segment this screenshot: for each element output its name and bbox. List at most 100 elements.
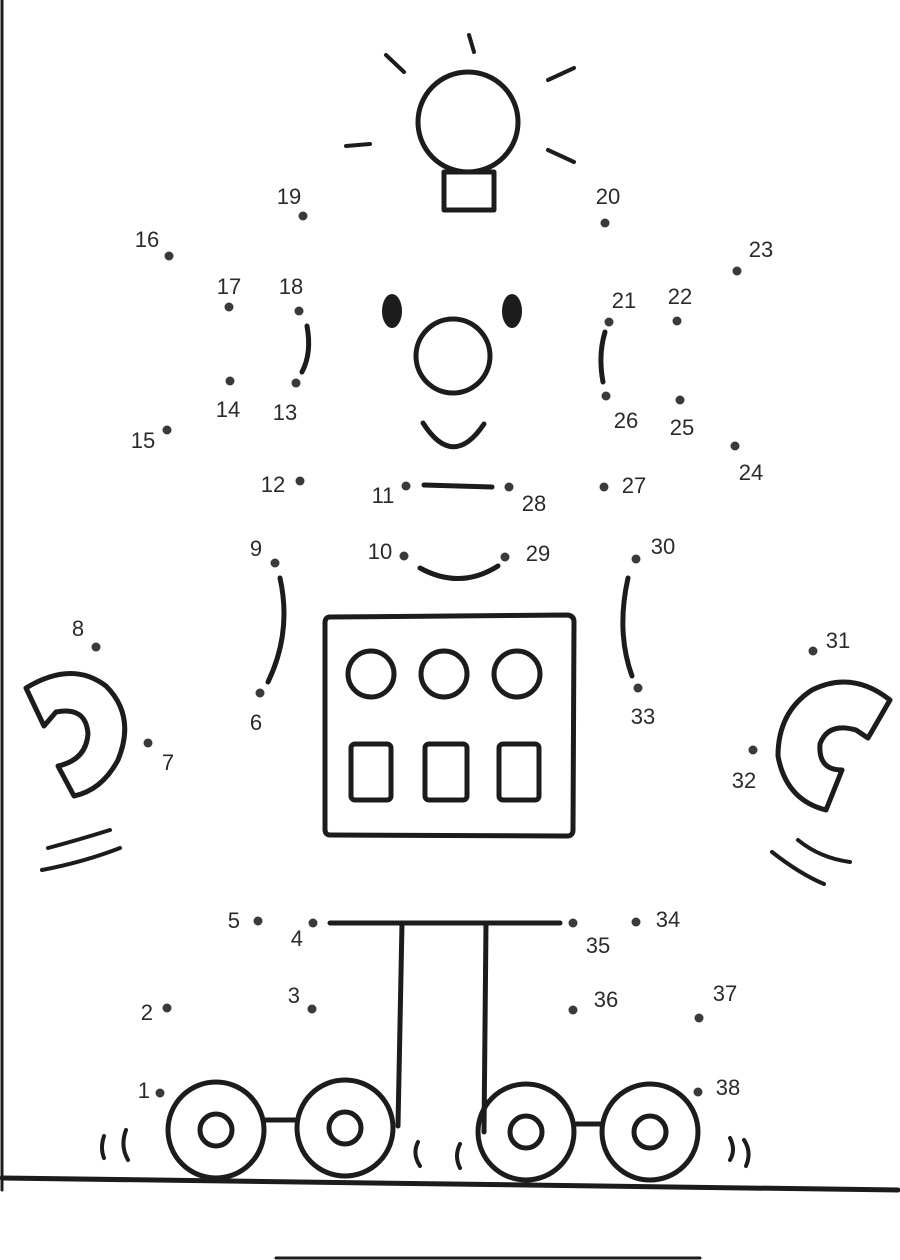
dot-number-label: 28 xyxy=(522,491,546,516)
panel-switch-2 xyxy=(422,741,470,803)
dot-marker xyxy=(504,482,514,492)
dot-marker xyxy=(604,317,614,327)
dot-13: 13 xyxy=(273,378,301,425)
dot-marker xyxy=(225,376,235,386)
dot-number-label: 26 xyxy=(614,408,638,433)
dot-marker xyxy=(631,917,641,927)
chest-panel xyxy=(322,612,577,839)
dot-marker xyxy=(675,395,685,405)
dot-2: 2 xyxy=(141,1000,172,1025)
dot-19: 19 xyxy=(277,184,308,221)
dot-number-label: 31 xyxy=(826,628,850,653)
dot-number-label: 10 xyxy=(368,539,392,564)
dot-marker xyxy=(307,1004,317,1014)
dot-marker xyxy=(224,302,234,312)
dot-number-label: 2 xyxy=(141,1000,153,1025)
dot-marker xyxy=(730,441,740,451)
dot-marker xyxy=(155,1088,165,1098)
dot-16: 16 xyxy=(135,227,174,261)
dot-36: 36 xyxy=(568,987,618,1015)
dot-number-label: 17 xyxy=(217,274,241,299)
dot-34: 34 xyxy=(631,907,680,932)
dot-marker xyxy=(401,481,411,491)
left-shoulder-arc xyxy=(265,575,287,685)
dot-number-label: 16 xyxy=(135,227,159,252)
dot-number-label: 4 xyxy=(291,926,303,951)
dot-number-label: 18 xyxy=(279,274,303,299)
dot-15: 15 xyxy=(131,425,172,453)
dot-number-label: 27 xyxy=(622,473,646,498)
dot-37: 37 xyxy=(694,981,737,1023)
dot-number-label: 20 xyxy=(596,184,620,209)
dot-number-label: 7 xyxy=(162,750,174,775)
dot-marker xyxy=(295,476,305,486)
dot-marker xyxy=(694,1013,704,1023)
dot-31: 31 xyxy=(808,628,850,656)
dot-number-label: 15 xyxy=(131,428,155,453)
dot-marker xyxy=(500,552,510,562)
dot-26: 26 xyxy=(601,391,638,433)
dot-number-label: 37 xyxy=(713,981,737,1006)
panel-button-3 xyxy=(491,648,543,700)
light-bulb-icon xyxy=(415,69,521,213)
dot-number-label: 13 xyxy=(273,400,297,425)
dot-22: 22 xyxy=(668,284,692,326)
dot-marker xyxy=(672,316,682,326)
dot-number-label: 6 xyxy=(250,710,262,735)
dot-32: 32 xyxy=(732,745,758,793)
dot-3: 3 xyxy=(288,983,317,1014)
dot-marker xyxy=(601,391,611,401)
dot-number-label: 21 xyxy=(612,288,636,313)
dot-number-label: 35 xyxy=(586,933,610,958)
dot-number-label: 24 xyxy=(739,460,763,485)
dot-number-label: 29 xyxy=(526,541,550,566)
dot-marker xyxy=(748,745,758,755)
dot-marker xyxy=(568,1005,578,1015)
robot-wheels xyxy=(165,1077,701,1183)
dot-marker xyxy=(91,642,101,652)
dot-number-label: 12 xyxy=(261,472,285,497)
dot-21: 21 xyxy=(604,288,636,327)
left-eye xyxy=(382,294,402,328)
dot-marker xyxy=(253,916,263,926)
ground-line xyxy=(0,1175,900,1193)
panel-switch-1 xyxy=(348,741,394,803)
panel-button-2 xyxy=(418,648,470,700)
wheel-4 xyxy=(599,1081,701,1183)
left-claw xyxy=(23,671,128,799)
dot-1: 1 xyxy=(138,1078,165,1103)
dot-4: 4 xyxy=(291,918,318,951)
dot-27: 27 xyxy=(599,473,646,498)
wheel-1 xyxy=(165,1079,267,1181)
dot-number-label: 32 xyxy=(732,768,756,793)
dot-30: 30 xyxy=(631,534,675,564)
left-motion-lines xyxy=(40,828,122,872)
dot-number-label: 19 xyxy=(277,184,301,209)
dot-33: 33 xyxy=(631,683,655,729)
dot-number-label: 9 xyxy=(250,536,262,561)
dot-number-label: 25 xyxy=(670,415,694,440)
dot-18: 18 xyxy=(279,274,304,316)
dot-12: 12 xyxy=(261,472,305,497)
dot-35: 35 xyxy=(568,918,610,958)
dot-29: 29 xyxy=(500,541,550,566)
right-motion-lines xyxy=(770,838,852,886)
dot-20: 20 xyxy=(596,184,620,228)
bulb-rays xyxy=(344,33,576,164)
right-shoulder-arc xyxy=(620,575,635,679)
dot-marker xyxy=(599,482,609,492)
right-eye xyxy=(502,294,522,328)
dot-23: 23 xyxy=(732,237,773,276)
dot-8: 8 xyxy=(72,616,101,652)
dot-number-label: 30 xyxy=(651,534,675,559)
wheel-3 xyxy=(475,1081,577,1183)
dot-marker xyxy=(291,378,301,388)
dot-number-label: 38 xyxy=(716,1075,740,1100)
dot-10: 10 xyxy=(368,539,409,564)
dot-9: 9 xyxy=(250,536,280,568)
dot-38: 38 xyxy=(693,1075,740,1100)
robot-face xyxy=(382,294,522,581)
